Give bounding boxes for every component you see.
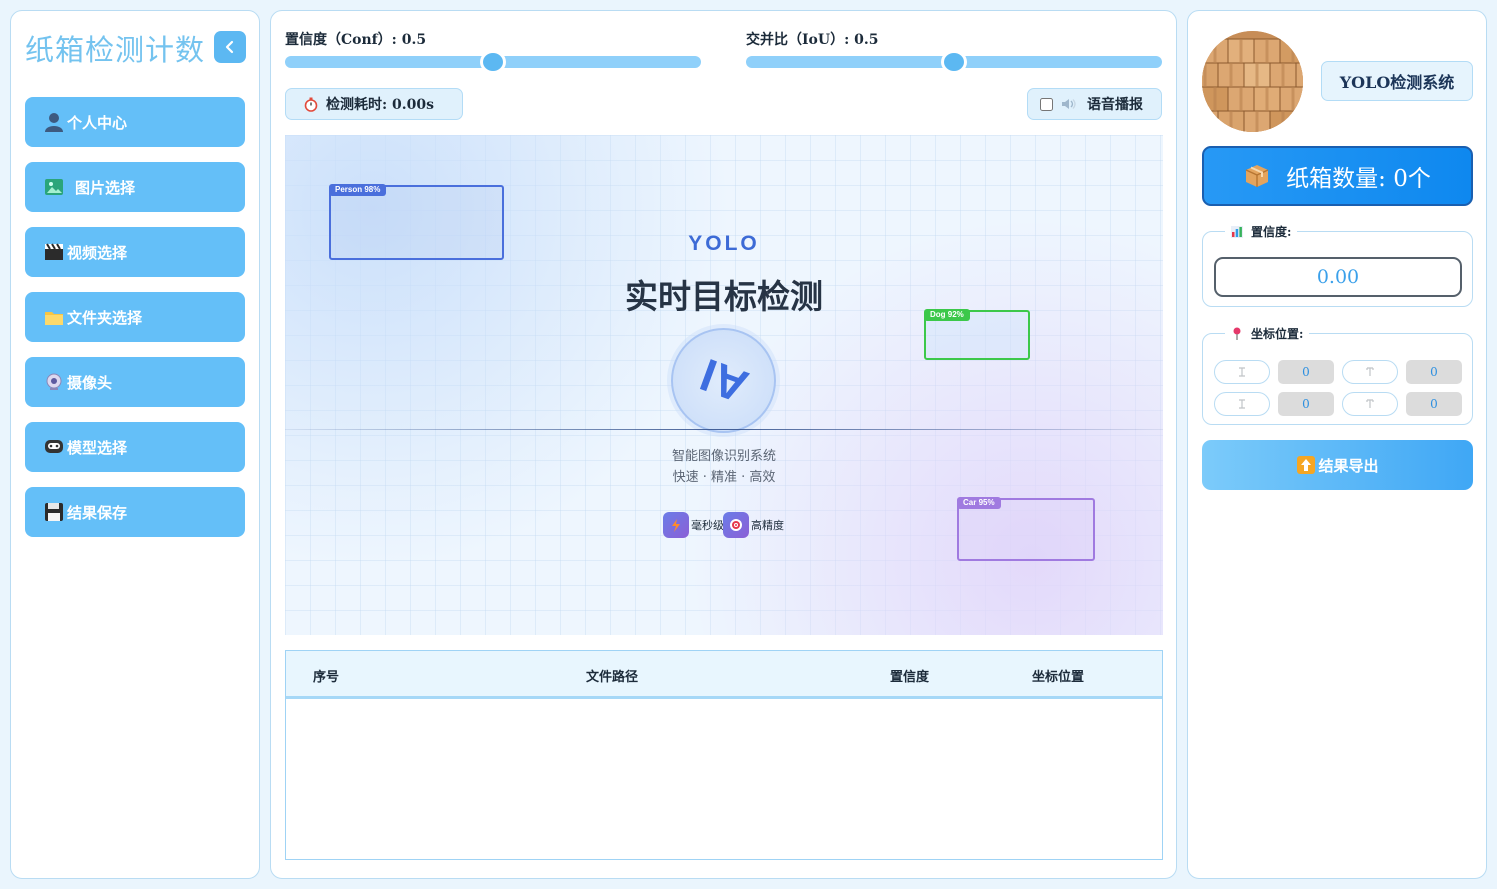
detection-tag-car: Car 95% bbox=[957, 497, 1001, 509]
conf-slider-label: 置信度（Conf）: 0.5 bbox=[285, 32, 427, 48]
detection-tag-person: Person 98% bbox=[329, 184, 387, 196]
results-table-header: 序号 文件路径 置信度 坐标位置 bbox=[286, 651, 1162, 699]
detection-box-person: Person 98% bbox=[329, 184, 504, 260]
nav-model-button[interactable]: 模型选择 bbox=[25, 422, 245, 472]
iou-slider-label: 交并比（IoU）: 0.5 bbox=[746, 32, 879, 48]
iou-slider-thumb[interactable] bbox=[941, 50, 967, 74]
nav-profile-label: 个人中心 bbox=[67, 113, 128, 132]
voice-broadcast-toggle[interactable]: 语音播报 bbox=[1027, 88, 1162, 120]
y-axis-icon bbox=[1366, 367, 1374, 376]
nav-image-label: 图片选择 bbox=[75, 178, 136, 197]
chevron-left-icon bbox=[225, 40, 234, 54]
box-count-label: 纸箱数量: 0个 bbox=[1286, 166, 1431, 192]
detection-box-car: Car 95% bbox=[957, 497, 1095, 561]
app-title: 纸箱检测计数 bbox=[25, 33, 206, 67]
feature-precision: 高精度 bbox=[723, 512, 784, 538]
xmax-label bbox=[1214, 392, 1270, 416]
feature-precision-label: 高精度 bbox=[751, 520, 784, 532]
preview-tagline: 快速 · 精准 · 高效 bbox=[672, 470, 776, 485]
conf-slider-thumb[interactable] bbox=[480, 50, 506, 74]
confidence-group-legend: 置信度: bbox=[1225, 223, 1298, 240]
export-results-button[interactable]: 结果导出 bbox=[1202, 440, 1473, 490]
xmin-value: 0 bbox=[1278, 360, 1334, 384]
nav-folder-button[interactable]: 文件夹选择 bbox=[25, 292, 245, 342]
preview-subtitle: 智能图像识别系统 bbox=[671, 449, 776, 464]
ymax-value: 0 bbox=[1406, 392, 1462, 416]
detect-time-display: 检测耗时: 0.00s bbox=[285, 88, 463, 120]
preview-brand: YOLO bbox=[688, 232, 760, 255]
upload-arrow-icon bbox=[1296, 455, 1316, 475]
user-icon bbox=[43, 111, 65, 133]
voice-broadcast-checkbox[interactable] bbox=[1040, 97, 1053, 111]
confidence-value-field: 0.00 bbox=[1214, 257, 1462, 297]
cardboard-boxes-image bbox=[1202, 31, 1303, 132]
clapper-icon bbox=[43, 241, 65, 263]
nav-model-label: 模型选择 bbox=[67, 438, 128, 457]
xmax-value: 0 bbox=[1278, 392, 1334, 416]
column-header-confidence[interactable]: 置信度 bbox=[890, 670, 930, 685]
ymax-label bbox=[1342, 392, 1398, 416]
detect-time-label: 检测耗时: 0.00s bbox=[326, 97, 435, 113]
nav-video-label: 视频选择 bbox=[67, 243, 128, 262]
nav-camera-button[interactable]: 摄像头 bbox=[25, 357, 245, 407]
collapse-sidebar-button[interactable] bbox=[214, 31, 246, 63]
x-axis-icon bbox=[1239, 367, 1245, 377]
column-header-coordinates[interactable]: 坐标位置 bbox=[1032, 670, 1085, 685]
nav-save-button[interactable]: 结果保存 bbox=[25, 487, 245, 537]
coordinates-group-title: 坐标位置: bbox=[1251, 327, 1304, 341]
speaker-icon bbox=[1061, 98, 1077, 110]
ymin-value: 0 bbox=[1406, 360, 1462, 384]
x-axis-icon bbox=[1239, 399, 1245, 409]
feature-millisecond: 毫秒级 bbox=[663, 512, 724, 538]
coordinates-group: 坐标位置: 0 0 0 0 bbox=[1202, 325, 1473, 425]
ymin-label bbox=[1342, 360, 1398, 384]
confidence-group: 置信度: 0.00 bbox=[1202, 223, 1473, 307]
xmin-label bbox=[1214, 360, 1270, 384]
feature-millisecond-label: 毫秒级 bbox=[691, 520, 724, 532]
ai-logo: AI bbox=[671, 328, 776, 433]
folder-icon bbox=[43, 306, 65, 328]
bar-chart-icon bbox=[1231, 225, 1243, 238]
left-sidebar: 纸箱检测计数 个人中心 图片选择 视频选择 文件夹选择 摄像头 bbox=[10, 10, 260, 879]
floppy-icon bbox=[43, 501, 65, 523]
target-icon bbox=[723, 512, 749, 538]
preview-headline: 实时目标检测 bbox=[625, 277, 823, 316]
image-icon bbox=[43, 176, 65, 198]
ai-logo-text: AI bbox=[692, 348, 755, 413]
results-table-body bbox=[286, 699, 1162, 856]
column-header-index[interactable]: 序号 bbox=[313, 670, 340, 685]
confidence-group-title: 置信度: bbox=[1251, 225, 1292, 239]
pushpin-icon bbox=[1231, 327, 1243, 341]
stopwatch-icon bbox=[304, 97, 318, 112]
nav-profile-button[interactable]: 个人中心 bbox=[25, 97, 245, 147]
box-count-display: 纸箱数量: 0个 bbox=[1202, 146, 1473, 206]
model-icon bbox=[43, 436, 65, 458]
coordinates-group-legend: 坐标位置: bbox=[1225, 325, 1310, 342]
system-title: YOLO检测系统 bbox=[1321, 61, 1473, 101]
center-panel: 置信度（Conf）: 0.5 交并比（IoU）: 0.5 检测耗时: 0.00s… bbox=[270, 10, 1177, 879]
nav-folder-label: 文件夹选择 bbox=[67, 308, 143, 327]
detection-preview-canvas: Person 98% Dog 92% Car 95% YOLO 实时目标检测 A… bbox=[285, 135, 1163, 635]
package-icon bbox=[1244, 163, 1270, 189]
right-panel: YOLO检测系统 纸箱数量: 0个 置信度: 0.00 坐标位置: 0 bbox=[1187, 10, 1487, 879]
avatar bbox=[1202, 31, 1303, 132]
nav-video-button[interactable]: 视频选择 bbox=[25, 227, 245, 277]
nav-image-button[interactable]: 图片选择 bbox=[25, 162, 245, 212]
export-results-label: 结果导出 bbox=[1318, 456, 1379, 475]
voice-broadcast-label: 语音播报 bbox=[1087, 97, 1143, 113]
column-header-file-path[interactable]: 文件路径 bbox=[586, 670, 639, 685]
results-table: 序号 文件路径 置信度 坐标位置 bbox=[285, 650, 1163, 860]
preview-divider bbox=[285, 429, 1163, 430]
lightning-icon bbox=[663, 512, 689, 538]
nav-save-label: 结果保存 bbox=[67, 503, 128, 522]
y-axis-icon bbox=[1366, 399, 1374, 408]
webcam-icon bbox=[43, 371, 65, 393]
detection-tag-dog: Dog 92% bbox=[924, 309, 970, 321]
detection-box-dog: Dog 92% bbox=[924, 309, 1030, 360]
nav-camera-label: 摄像头 bbox=[67, 373, 113, 392]
